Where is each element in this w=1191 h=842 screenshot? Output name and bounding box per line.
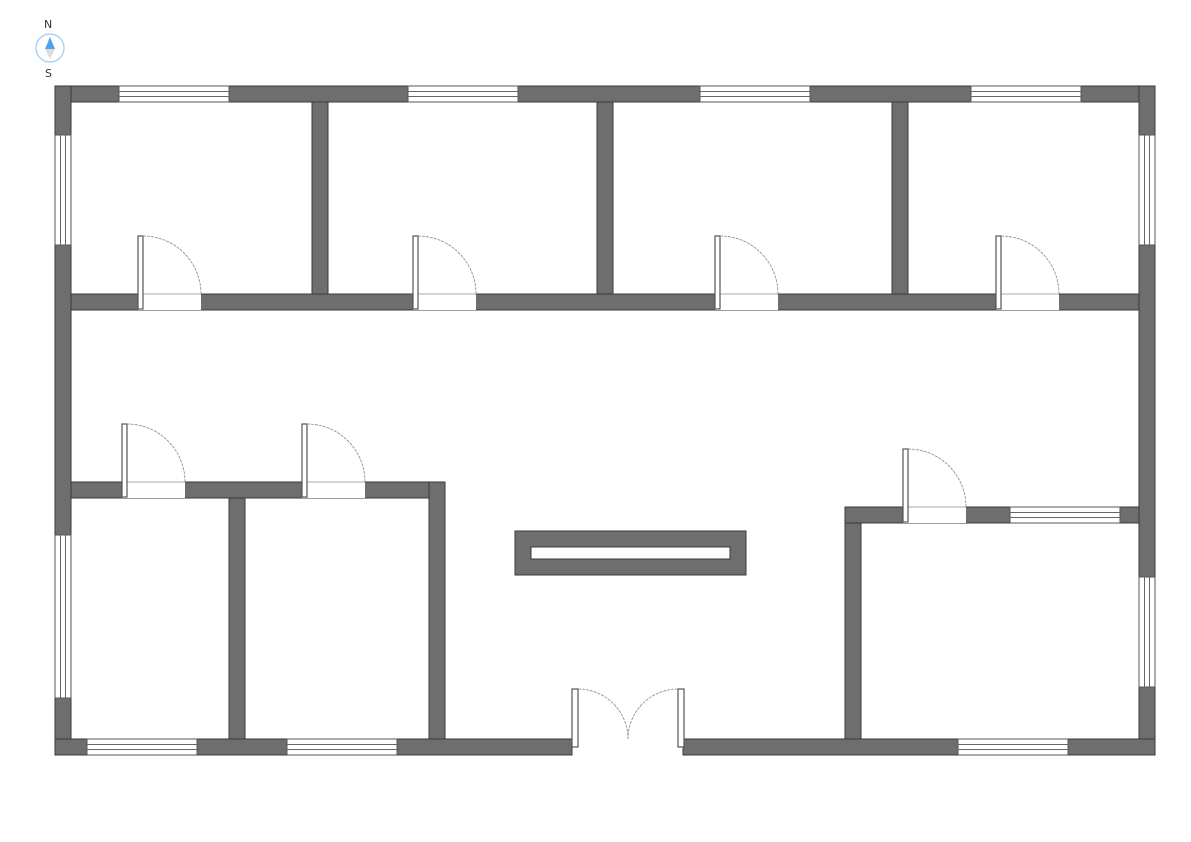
door-swing-arc (417, 235, 477, 295)
window (970, 85, 1082, 103)
door-leaf (714, 235, 721, 310)
window (54, 534, 72, 699)
door-leaf (137, 235, 144, 310)
door[interactable] (412, 235, 477, 310)
wall (844, 522, 862, 740)
wall (891, 101, 909, 295)
window (286, 738, 398, 756)
window (118, 85, 230, 103)
window (1138, 134, 1156, 246)
doors (121, 235, 1060, 748)
window (1138, 576, 1156, 688)
compass: N S (35, 18, 65, 80)
wall (428, 481, 446, 740)
compass-south-arrow-icon (45, 49, 55, 59)
door[interactable] (301, 423, 366, 498)
window (957, 738, 1069, 756)
compass-north-arrow-icon (45, 37, 55, 49)
counter-opening (530, 546, 731, 560)
door[interactable] (121, 423, 186, 498)
wall (596, 101, 614, 295)
door-swing-arc (142, 235, 202, 295)
door-leaf (301, 423, 308, 498)
door-swing-arc (306, 423, 366, 483)
door-leaf (995, 235, 1002, 310)
door-swing-arc (907, 448, 967, 508)
window (1009, 506, 1121, 524)
wall (70, 293, 1140, 311)
door[interactable] (714, 235, 779, 310)
door-swing-arc (126, 423, 186, 483)
window (407, 85, 519, 103)
windows (54, 85, 1156, 756)
main-entrance-double-door[interactable] (571, 688, 685, 748)
door-leaf (902, 448, 909, 523)
wall (311, 101, 329, 295)
door[interactable] (995, 235, 1060, 310)
compass-north-label: N (44, 18, 52, 31)
door[interactable] (137, 235, 202, 310)
window (54, 134, 72, 246)
door[interactable] (902, 448, 967, 523)
door-leaf (121, 423, 128, 498)
window (86, 738, 198, 756)
compass-south-label: S (45, 67, 52, 80)
walls (54, 85, 1156, 756)
door-leaf (412, 235, 419, 310)
compass-ring (35, 33, 65, 63)
window (699, 85, 811, 103)
wall (228, 497, 246, 740)
wall (682, 738, 1156, 756)
door-swing-arc (719, 235, 779, 295)
door-swing-arc (1000, 235, 1060, 295)
